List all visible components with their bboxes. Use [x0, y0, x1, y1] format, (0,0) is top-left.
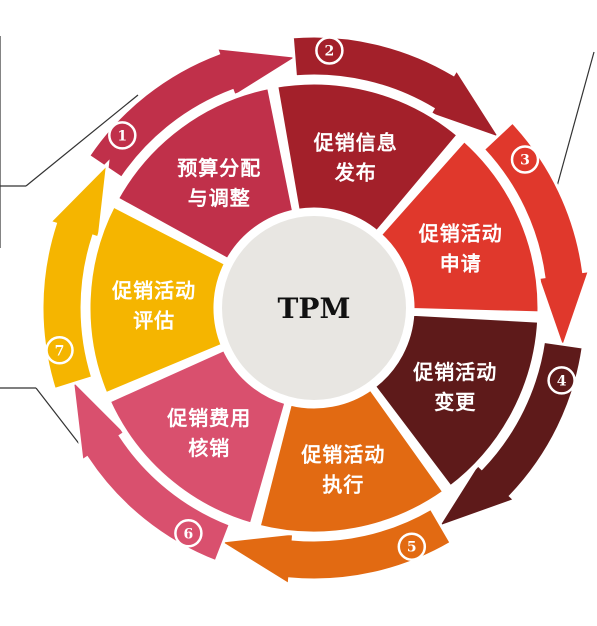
step-4-label-line2: 变更	[434, 390, 476, 414]
step-5-label-line1: 促销活动	[300, 442, 385, 466]
step-3-label-line2: 申请	[440, 251, 482, 275]
step-2-label: 促销信息发布	[313, 131, 398, 185]
step-1-label-line2: 与调整	[188, 186, 251, 210]
step-5-label: 促销活动执行	[300, 442, 385, 496]
step-5-label-line2: 执行	[322, 472, 364, 496]
step-2-label-line1: 促销信息	[313, 131, 398, 155]
step-1-label-line1: 预算分配	[177, 156, 261, 180]
step-7-label-line2: 评估	[133, 309, 175, 333]
step-7-number: 7	[55, 343, 65, 359]
center-hub: TPM	[216, 210, 412, 406]
step-7-arrow	[40, 159, 110, 392]
step-7-label-line1: 促销活动	[111, 279, 196, 303]
step-3-badge	[510, 145, 540, 174]
step-1-number: 1	[117, 128, 127, 144]
step-7-label: 促销活动评估	[111, 279, 196, 333]
step-7-badge	[45, 336, 74, 365]
center-circle	[216, 210, 412, 406]
step-2-label-line2: 发布	[334, 161, 377, 185]
step-3-label-line1: 促销活动	[418, 221, 503, 245]
step-4-number: 4	[557, 373, 567, 389]
step-6-number: 6	[184, 526, 194, 542]
step-6-badge	[174, 519, 203, 548]
number-badges: 1 2 3 4 5 6 7	[45, 36, 576, 561]
step-4-label: 促销活动变更	[412, 360, 497, 414]
inner-segments	[85, 79, 543, 537]
step-3-number: 3	[520, 153, 530, 169]
step-5-badge	[397, 532, 427, 561]
center-label: TPM	[278, 292, 351, 325]
step-6-label-line2: 核销	[188, 436, 230, 460]
step-4-badge	[547, 366, 576, 395]
step-3-label: 促销活动申请	[418, 221, 503, 275]
step-1-badge	[108, 121, 137, 150]
step-2-badge	[315, 36, 344, 65]
step-6-label-line1: 促销费用	[166, 406, 251, 430]
step-2-number: 2	[325, 44, 335, 60]
step-4-label-line1: 促销活动	[412, 360, 497, 384]
step-5-number: 5	[407, 540, 417, 556]
step-1-label: 预算分配与调整	[177, 156, 261, 210]
step-6-label: 促销费用核销	[166, 406, 251, 460]
outer-arrows	[40, 34, 592, 588]
segment-labels: 预算分配与调整促销信息发布促销活动申请促销活动变更促销活动执行促销费用核销促销活…	[111, 131, 503, 497]
